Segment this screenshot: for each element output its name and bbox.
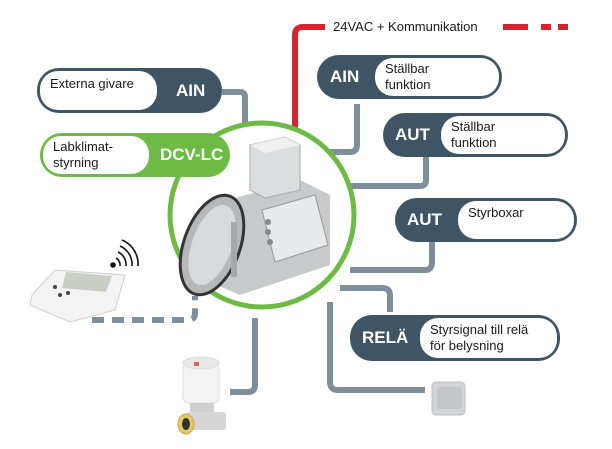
node-labklimatstyrning[interactable]: Labklimat- styrning DCV-LC — [40, 133, 230, 177]
node-code-rela: RELÄ — [362, 328, 409, 347]
power-communication-line — [292, 24, 325, 140]
node-description: Styrboxar — [458, 201, 574, 239]
legend-label: 24VAC + Kommunikation — [333, 19, 478, 34]
legend-line-dash-1 — [541, 24, 551, 30]
node-description: Ställbar funktion — [441, 116, 565, 154]
wire-valve — [230, 318, 258, 395]
node-ain-stallbar-funktion[interactable]: AIN Ställbar funktion — [317, 55, 502, 99]
wire-aut-stallbar — [345, 155, 429, 189]
node-code-ain: AIN — [330, 67, 360, 86]
wire-externa-givare — [222, 89, 248, 137]
wire-room-controller — [92, 296, 198, 323]
node-rela[interactable]: RELÄ Styrsignal till relä för belysning — [350, 315, 560, 361]
legend-line-solid — [503, 24, 528, 30]
node-code-dcv-lc: DCV-LC — [160, 145, 224, 164]
wire-ain-stallbar — [330, 104, 360, 155]
damper-unit-image — [178, 136, 330, 297]
switch-icon — [431, 381, 466, 416]
node-code-aut: AUT — [407, 210, 442, 229]
node-description: Ställbar funktion — [375, 58, 499, 96]
node-aut-stallbar-funktion[interactable]: AUT Ställbar funktion — [383, 113, 568, 157]
node-code-aut: AUT — [395, 125, 430, 144]
room-controller-icon — [29, 269, 126, 323]
node-aut-styrboxar[interactable]: AUT Styrboxar — [395, 198, 577, 242]
node-code-ain: AIN — [176, 80, 206, 100]
wire-rela — [340, 285, 393, 312]
wireless-signal-icon — [110, 239, 139, 268]
node-description: Labklimat- styrning — [43, 136, 149, 174]
wire-aut-styrboxar — [350, 240, 435, 273]
valve-actuator-icon — [177, 356, 226, 435]
wire-switch — [327, 302, 425, 393]
node-description: Externa givare — [40, 71, 157, 110]
legend-line-dash-2 — [558, 24, 568, 30]
node-externa-givare[interactable]: Externa givare AIN — [37, 68, 222, 113]
node-description: Styrsignal till relä för belysning — [420, 318, 557, 358]
